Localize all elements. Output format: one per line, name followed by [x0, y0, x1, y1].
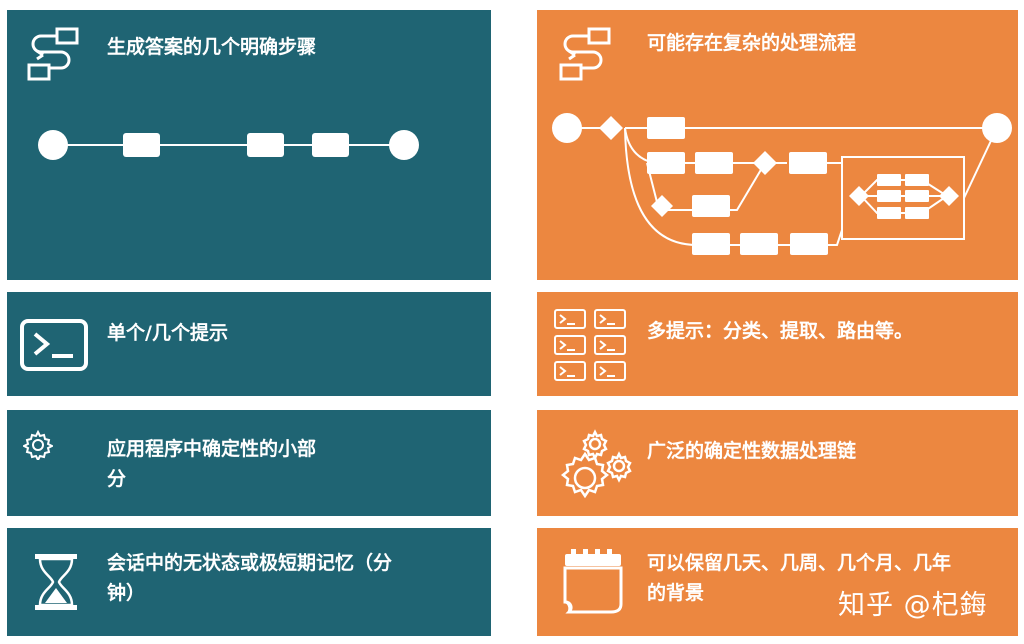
determinism-title: 广泛的确定性数据处理链 — [647, 440, 857, 462]
determinism-panel: 广泛的确定性数据处理链 — [537, 410, 1018, 516]
simple-flow-panel: 生成答案的几个明确步骤 — [7, 10, 491, 280]
flow-step-box — [877, 190, 901, 202]
memory-title: 可以保留几天、几周、几个月、几年的背景 — [647, 552, 952, 604]
flow-decision-node — [651, 195, 673, 217]
watermark: 知乎 @杞鋂 — [838, 590, 988, 621]
flow-step-box — [247, 133, 284, 157]
prompt-title: 单个/几个提示 — [107, 322, 228, 344]
linear-flow-diagram — [38, 130, 419, 160]
flow-step-box — [692, 233, 730, 255]
flow-step-box — [695, 152, 733, 174]
terminal-icon — [20, 319, 88, 371]
flow-step-box — [877, 207, 901, 219]
flow-step-box — [740, 233, 778, 255]
flow-step-box — [905, 174, 929, 186]
flow-decision-node — [599, 116, 623, 140]
prompt-title: 多提示：分类、提取、路由等。 — [647, 320, 914, 342]
flow-step-box — [877, 174, 901, 186]
flow-start-node — [552, 113, 582, 143]
flow-step-box — [647, 117, 685, 139]
determinism-panel: 应用程序中确定性的小部分 — [7, 410, 491, 516]
gear-icon — [23, 430, 53, 460]
memory-title: 会话中的无状态或极短期记忆（分钟） — [107, 552, 393, 604]
determinism-title: 应用程序中确定性的小部分 — [107, 438, 317, 490]
flow-decision-node — [753, 151, 777, 175]
multi-terminal-icon — [554, 309, 626, 381]
flow-step-box — [123, 133, 160, 157]
hourglass-icon — [35, 554, 77, 610]
flow-title: 可能存在复杂的处理流程 — [647, 32, 857, 54]
complex-flow-panel: 可能存在复杂的处理流程 — [537, 10, 1018, 280]
complex-flow-diagram — [552, 113, 1012, 255]
memory-panel: 可以保留几天、几周、几个月、几年的背景 — [537, 528, 1018, 636]
multi-prompt-panel: 多提示：分类、提取、路由等。 — [537, 292, 1018, 396]
flow-step-box — [905, 190, 929, 202]
flow-title: 生成答案的几个明确步骤 — [107, 36, 317, 58]
calendar-icon — [563, 549, 623, 614]
flow-decision-node — [849, 186, 869, 206]
flow-start-node — [38, 130, 68, 160]
flow-step-box — [905, 207, 929, 219]
flow-end-node — [389, 130, 419, 160]
workflow-icon — [559, 27, 611, 81]
single-prompt-panel: 单个/几个提示 — [7, 292, 491, 396]
flow-step-box — [789, 152, 827, 174]
gears-icon — [560, 429, 632, 499]
flow-step-box — [790, 233, 828, 255]
flow-step-box — [647, 152, 685, 174]
flow-step-box — [692, 195, 730, 217]
flow-step-box — [312, 133, 349, 157]
flow-decision-node — [939, 186, 959, 206]
workflow-icon — [27, 27, 79, 81]
flow-end-node — [982, 113, 1012, 143]
memory-panel: 会话中的无状态或极短期记忆（分钟） — [7, 528, 491, 636]
